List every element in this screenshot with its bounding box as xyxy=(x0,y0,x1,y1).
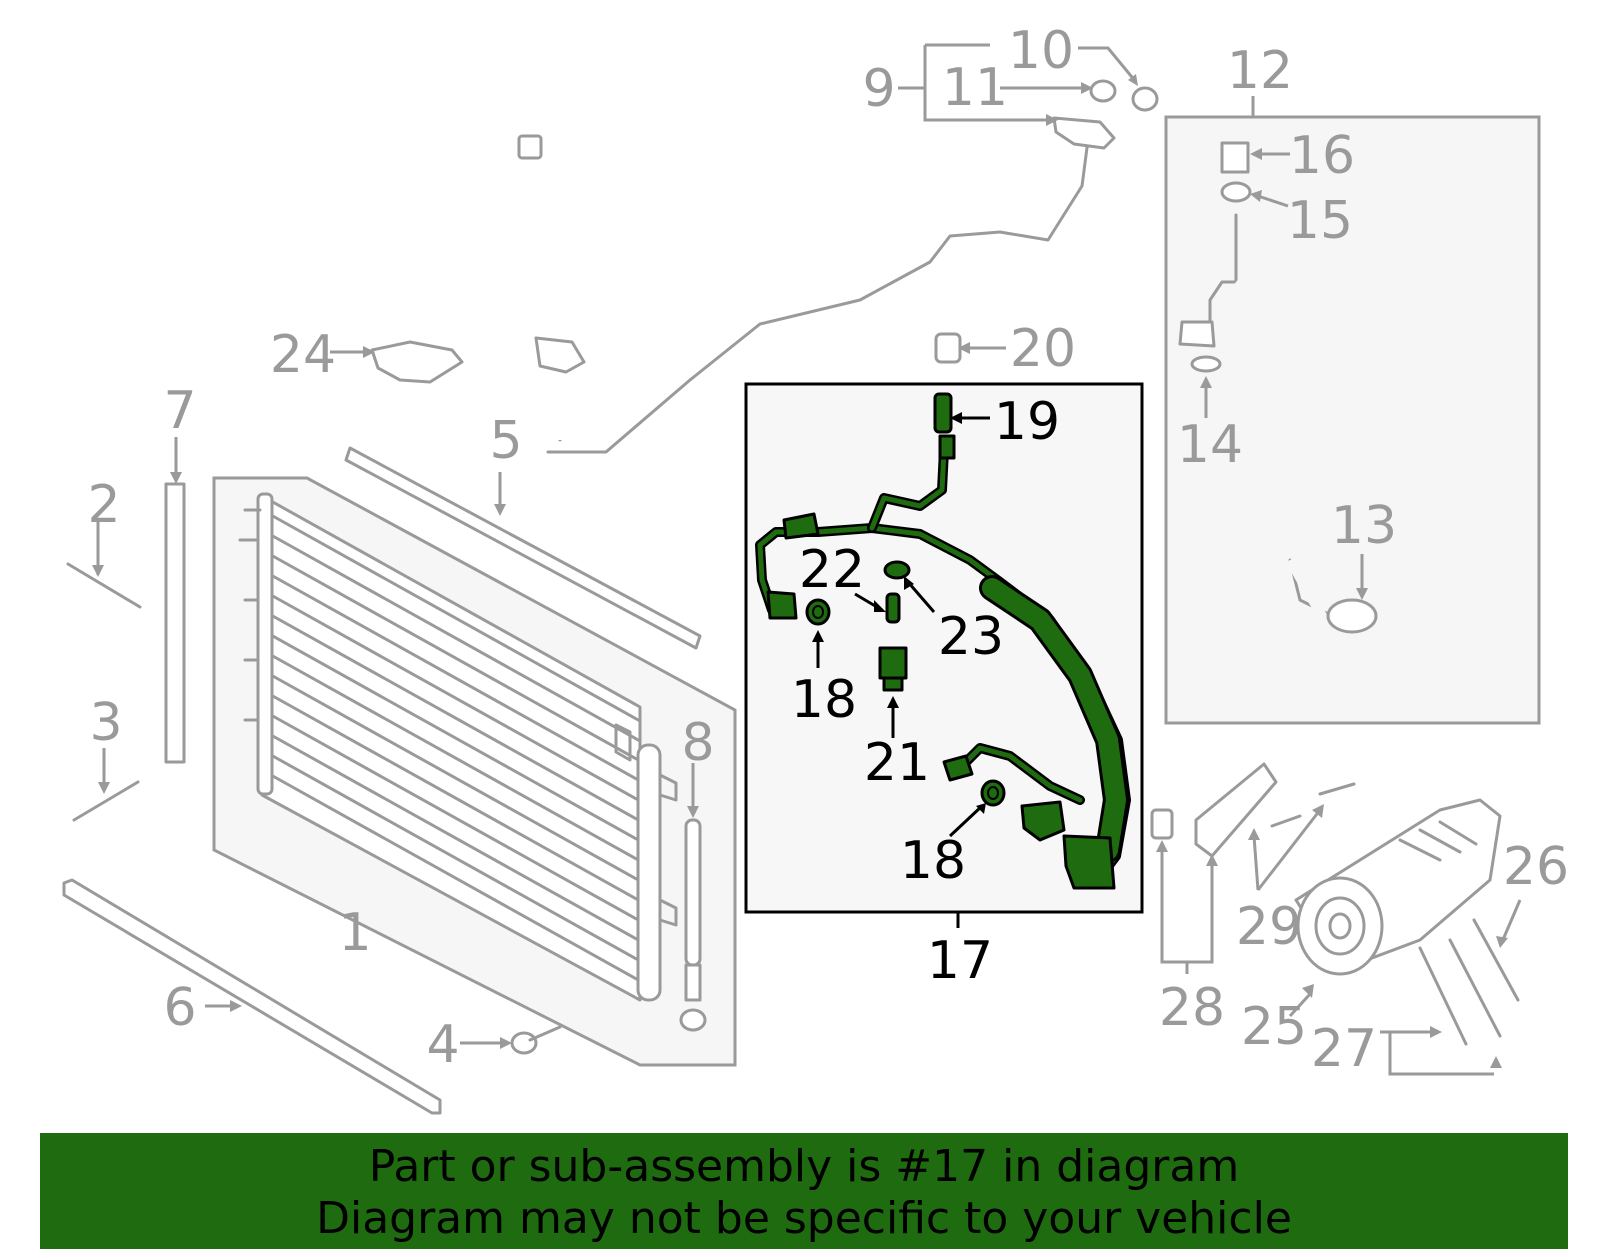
callout-13: 13 xyxy=(1331,496,1397,556)
part-22-valve-core xyxy=(854,592,901,624)
part-18-oring-lower xyxy=(948,779,1006,838)
callout-4: 4 xyxy=(426,1015,459,1075)
callout-12: 12 xyxy=(1227,41,1293,101)
part-17-group xyxy=(744,382,1144,928)
part-28-gasket xyxy=(1150,762,1278,974)
callout-labels: 1 2 3 4 5 6 7 8 9 10 11 12 13 14 15 16 1… xyxy=(87,21,1569,1079)
callout-14: 14 xyxy=(1177,415,1243,475)
callout-7: 7 xyxy=(163,381,196,441)
callout-5: 5 xyxy=(489,411,522,471)
callout-9: 9 xyxy=(862,59,895,119)
banner-line-2: Diagram may not be specific to your vehi… xyxy=(316,1193,1292,1244)
callout-24: 24 xyxy=(270,325,336,385)
part-27-bolts xyxy=(1380,938,1502,1076)
callout-10: 10 xyxy=(1008,21,1074,81)
callout-3: 3 xyxy=(89,693,122,753)
part-5-seal xyxy=(344,446,702,650)
condenser-assembly xyxy=(212,476,737,1067)
callout-28: 28 xyxy=(1159,978,1225,1038)
callout-18-lower: 18 xyxy=(900,831,966,891)
part-19-valve xyxy=(933,392,990,434)
part-23-cap xyxy=(883,560,936,613)
callout-26: 26 xyxy=(1503,837,1569,897)
callout-20: 20 xyxy=(1010,319,1076,379)
callout-17: 17 xyxy=(927,931,993,991)
callout-8: 8 xyxy=(681,713,714,773)
part-4-bolt xyxy=(460,1025,562,1055)
callout-21: 21 xyxy=(864,733,930,793)
part-7-bracket xyxy=(164,437,186,764)
callout-1: 1 xyxy=(338,903,371,963)
part-26-stud xyxy=(1472,899,1522,1002)
part-6-seal xyxy=(62,878,442,1115)
banner-line-1: Part or sub-assembly is #17 in diagram xyxy=(368,1141,1240,1192)
part-17-hose-highlighted xyxy=(755,434,1131,890)
callout-27: 27 xyxy=(1311,1019,1377,1079)
callout-16: 16 xyxy=(1289,126,1355,186)
callout-19: 19 xyxy=(994,392,1060,452)
part-20-cap xyxy=(934,332,1006,364)
part-3-seal xyxy=(72,748,140,822)
callout-11: 11 xyxy=(942,58,1008,118)
part-29-bolts xyxy=(1248,782,1356,891)
callout-22: 22 xyxy=(799,540,865,600)
info-banner: Part or sub-assembly is #17 in diagram D… xyxy=(40,1133,1568,1249)
callout-25: 25 xyxy=(1241,997,1307,1057)
callout-23: 23 xyxy=(938,607,1004,667)
part-18-oring-upper xyxy=(805,598,831,668)
callout-15: 15 xyxy=(1287,191,1353,251)
part-21-pressure-switch xyxy=(878,646,908,738)
part-9-line-assembly xyxy=(534,43,1159,454)
part-12-group xyxy=(1164,96,1541,725)
callout-29: 29 xyxy=(1236,897,1302,957)
callout-2: 2 xyxy=(87,475,120,535)
condenser-fins xyxy=(260,508,642,983)
part-25-compressor xyxy=(1288,798,1502,1018)
part-8-filter xyxy=(679,763,707,1032)
callout-6: 6 xyxy=(163,978,196,1038)
part-24-hose xyxy=(330,134,543,384)
callout-18-upper: 18 xyxy=(791,670,857,730)
part-2-seal xyxy=(66,518,142,609)
